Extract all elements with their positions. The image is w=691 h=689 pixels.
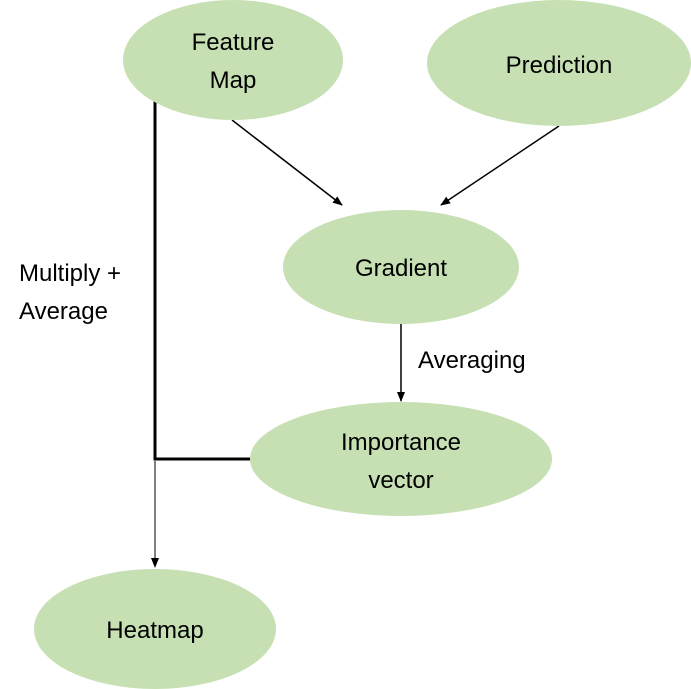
gradient-label: Gradient — [355, 255, 447, 282]
heatmap-label: Heatmap — [106, 617, 203, 644]
gradient-ellipse — [283, 210, 519, 324]
feature-map-label-line2: Map — [210, 67, 257, 94]
feature-map-node: Feature Map — [123, 0, 343, 120]
feature-map-ellipse — [123, 0, 343, 120]
heatmap-ellipse — [34, 569, 276, 689]
multiply-average-label-line1: Multiply + — [19, 260, 121, 287]
averaging-label: Averaging — [418, 347, 526, 374]
prediction-label: Prediction — [506, 52, 613, 79]
gradient-node: Gradient — [283, 210, 519, 324]
prediction-ellipse — [427, 0, 691, 126]
feature-map-label-line1: Feature — [192, 29, 275, 56]
feature-map-to-gradient-arrow — [231, 119, 343, 206]
importance-vector-label-line2: vector — [368, 467, 433, 494]
prediction-to-gradient-arrow — [440, 125, 560, 206]
importance-vector-label-line1: Importance — [341, 429, 461, 456]
feature-map-importance-connector — [153, 100, 251, 461]
importance-vector-ellipse — [250, 402, 552, 516]
heatmap-node: Heatmap — [34, 569, 276, 689]
prediction-node: Prediction — [427, 0, 691, 126]
importance-vector-node: Importance vector — [250, 402, 552, 516]
multiply-average-label-line2: Average — [19, 298, 108, 325]
